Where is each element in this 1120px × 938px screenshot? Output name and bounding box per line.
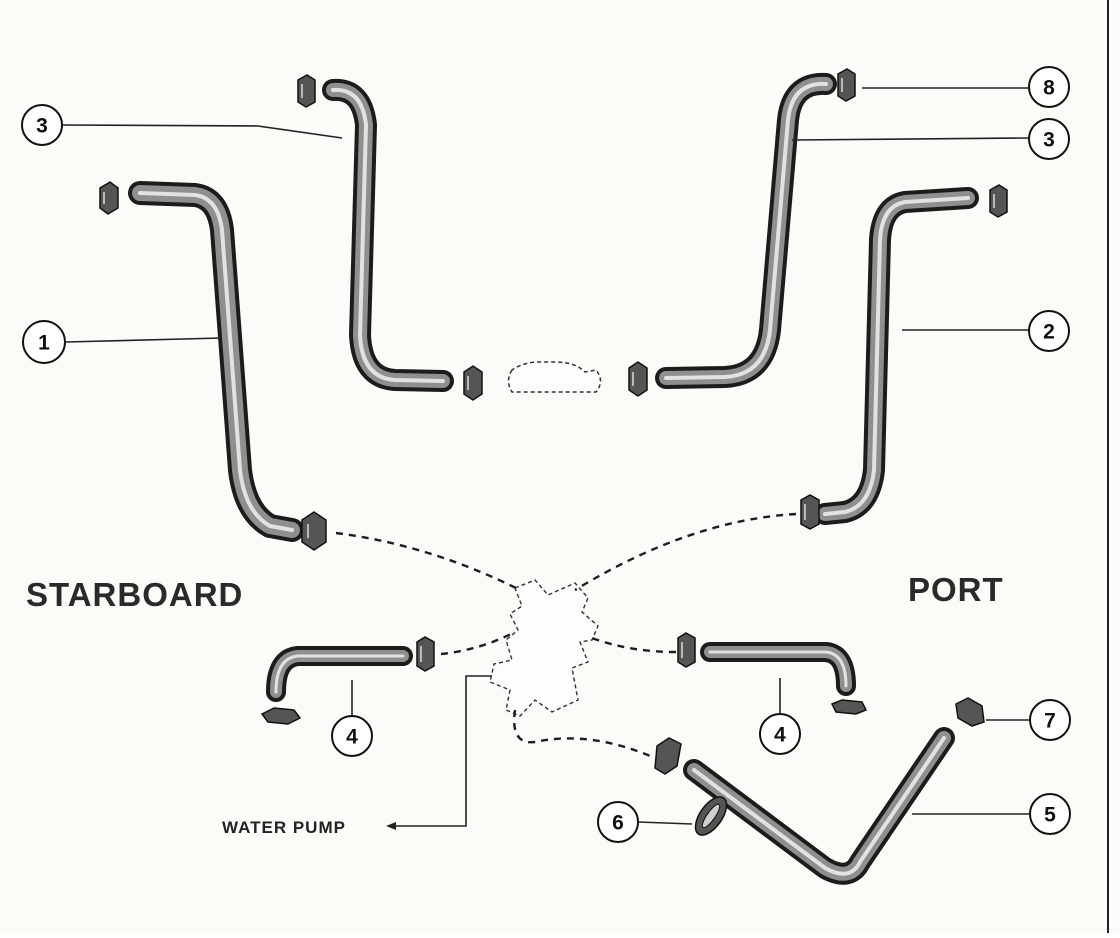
clamp-hose-4-right — [677, 632, 696, 668]
clamp-hose-3-left-top — [297, 74, 316, 108]
water-pump-label: WATER PUMP — [222, 818, 346, 837]
clamp-hose-5-left — [654, 737, 682, 775]
port-label: PORT — [908, 571, 1004, 608]
clamp-hose-4-left-end — [260, 707, 302, 725]
callout-7: 7 — [1029, 699, 1071, 741]
callout-3-left: 3 — [21, 104, 63, 146]
hose-3-right — [655, 72, 837, 389]
hose-5 — [683, 727, 955, 885]
callout-2: 2 — [1028, 310, 1070, 352]
leader-lines — [61, 87, 1031, 825]
clamp-center-left — [463, 365, 483, 401]
callout-4-left: 4 — [331, 715, 373, 757]
clamp-hose-2-bottom — [800, 494, 820, 530]
clamp-hose-1-bottom — [301, 511, 327, 551]
hose-2 — [814, 187, 979, 525]
callout-8-number: 8 — [1043, 77, 1055, 100]
callout-5: 5 — [1029, 793, 1071, 835]
callout-4-right-number: 4 — [774, 724, 786, 747]
callout-3-left-number: 3 — [36, 115, 48, 138]
hose-3-left — [322, 78, 454, 392]
clamp-hose-2-top — [989, 184, 1008, 218]
clamp-center-right — [628, 361, 648, 397]
callout-1: 1 — [22, 320, 66, 364]
clamp-hose-1-top — [99, 181, 119, 215]
callout-8: 8 — [1028, 66, 1070, 108]
callout-3-right-number: 3 — [1043, 129, 1055, 152]
water-pump-pointer — [386, 675, 492, 830]
starboard-label: STARBOARD — [26, 576, 243, 613]
hose-4-left — [266, 646, 413, 702]
clamp-7 — [955, 697, 985, 727]
callout-1-number: 1 — [38, 332, 50, 355]
callout-6-number: 6 — [612, 812, 624, 835]
hose-1 — [128, 181, 304, 542]
clamp-6 — [694, 796, 728, 836]
callout-6: 6 — [597, 801, 639, 843]
callout-4-left-number: 4 — [346, 726, 358, 749]
callout-3-right: 3 — [1028, 118, 1070, 160]
clamp-hose-4-left — [416, 636, 435, 672]
clamp-8 — [837, 68, 856, 102]
water-pump-outline — [489, 579, 599, 717]
connection-lines — [335, 512, 797, 760]
callout-4-right: 4 — [759, 713, 801, 755]
callout-5-number: 5 — [1044, 804, 1056, 827]
clamp-hose-4-right-end — [830, 699, 868, 715]
callout-7-number: 7 — [1044, 710, 1056, 733]
callout-2-number: 2 — [1043, 321, 1055, 344]
hose-4-right — [700, 642, 856, 696]
center-fitting — [507, 361, 602, 393]
